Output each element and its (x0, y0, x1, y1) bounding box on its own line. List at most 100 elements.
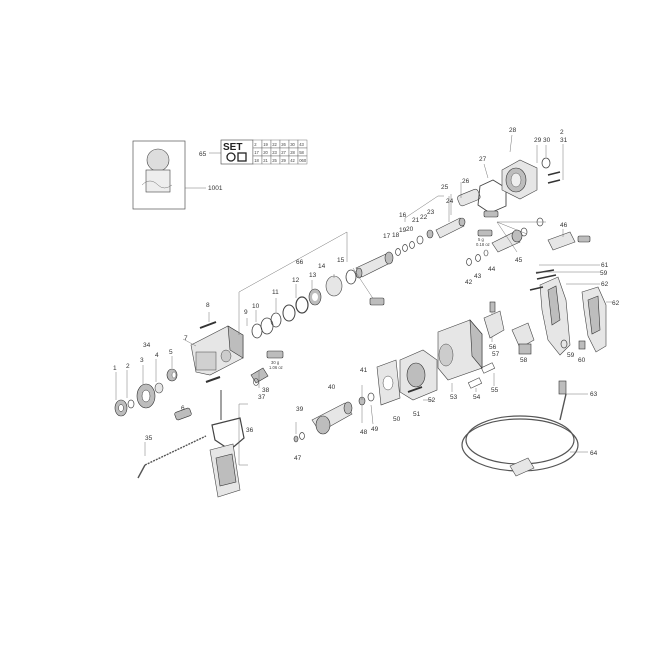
side-handle (209, 367, 269, 498)
part-number-label: 51 (413, 411, 421, 418)
grease-note-2: 1.06 oz (269, 365, 283, 370)
part-number-label: 35 (145, 435, 153, 442)
part-number-label: 49 (371, 426, 379, 433)
set-marker-65: 65 (199, 151, 207, 158)
part-number-label: 59 (567, 352, 575, 359)
set-grid-value: 20 (263, 150, 268, 155)
part-number-label: 3 (140, 357, 144, 364)
label-1001: 1001 (208, 185, 223, 192)
part-number-label: 42 (465, 279, 473, 286)
part-number-label: 22 (420, 214, 428, 221)
part-number-label: 44 (488, 266, 496, 273)
gear-head (477, 134, 564, 214)
set-grid-value: 58 (299, 150, 304, 155)
part-number-label: 52 (428, 397, 436, 404)
part-number-label: 27 (479, 156, 487, 163)
set-grid-value: 43 (299, 142, 304, 147)
part-number-label: 8 (206, 302, 210, 309)
part-number-label: 41 (360, 367, 368, 374)
part-number-label: 17 (383, 233, 391, 240)
set-grid-value: 21 (263, 158, 268, 163)
part-number-label: 64 (590, 450, 598, 457)
part-number-label: 23 (427, 209, 435, 216)
part-number-label: 19 (399, 227, 407, 234)
power-cable (461, 380, 588, 477)
part-number-label: 25 (441, 184, 449, 191)
part-number-label: 26 (462, 178, 470, 185)
part-number-label: 37 (258, 394, 266, 401)
set-grid-value: 22 (272, 142, 277, 147)
set-grid-value: 30 (290, 142, 295, 147)
part-number-label: 34 (143, 342, 151, 349)
part-number-label: 6 (181, 405, 185, 412)
set-grid-value: 2 (254, 142, 257, 147)
set-grid-value: 060 (299, 158, 307, 163)
part-number-label: 21 (412, 217, 420, 224)
part-number-label: 56 (489, 344, 497, 351)
set-grid-value: 29 (281, 158, 286, 163)
part-number-label: 9 (244, 309, 248, 316)
part-number-label: 2 (126, 363, 130, 370)
set-grid-value: 42 (290, 158, 295, 163)
part-number-label: 36 (246, 427, 254, 434)
part-number-label: 40 (328, 384, 336, 391)
part-number-label: 62 (601, 281, 609, 288)
part-number-label-31: 31 (560, 137, 568, 144)
set-grid-value: 25 (272, 158, 277, 163)
part-number-label: 15 (337, 257, 345, 264)
part-number-label: 55 (491, 387, 499, 394)
part-number-label: 66 (296, 259, 304, 266)
part-number-label: 53 (450, 394, 458, 401)
set-grid-value: 17 (254, 150, 259, 155)
part-number-label: 61 (601, 262, 609, 269)
part-number-label: 45 (515, 257, 523, 264)
motor-group (293, 310, 505, 443)
part-number-label: 59 (600, 270, 608, 277)
part-number-label: 54 (473, 394, 481, 401)
spindle-group (466, 210, 591, 266)
ring-stack (238, 231, 357, 339)
part-number-label: 46 (560, 222, 568, 229)
part-number-label: 7 (184, 335, 188, 342)
switch-group (489, 301, 535, 355)
part-number-label: 38 (262, 387, 270, 394)
part-number-label: 63 (590, 391, 598, 398)
set-title: SET (223, 142, 242, 153)
part-number-label: 60 (578, 357, 586, 364)
part-number-label: 20 (406, 226, 414, 233)
grease-note2-2: 0.18 oz (476, 242, 490, 247)
handle-housing (529, 264, 612, 356)
part-number-label: 43 (474, 273, 482, 280)
part-number-label: 28 (509, 127, 517, 134)
part-number-label: 11 (272, 289, 279, 296)
part-number-label: 14 (318, 263, 326, 270)
part-number-label: 47 (294, 455, 302, 462)
part-number-label: 57 (492, 351, 500, 358)
set-grid-cell (297, 155, 308, 165)
part-number-label: 4 (155, 352, 159, 359)
grease-tubes: 30 g 1.06 oz 5 g 0.18 oz (266, 229, 493, 370)
chuck-group (114, 356, 192, 421)
part-number-label: 13 (309, 272, 317, 279)
part-number-label: 18 (392, 232, 400, 239)
part-number-label: 12 (292, 277, 300, 284)
part-number-label: 16 (399, 212, 407, 219)
set-grid-value: 23 (272, 150, 277, 155)
part-number-label: 10 (252, 303, 260, 310)
part-number-label: 62 (612, 300, 620, 307)
part-number-label: 2 (560, 129, 564, 136)
part-number-label: 48 (360, 429, 368, 436)
depth-rod (137, 435, 207, 479)
part-number-label: 50 (393, 416, 401, 423)
grease-note-1: 30 g (271, 360, 280, 365)
set-grid-value: 28 (290, 150, 295, 155)
part-number-label: 29 (534, 137, 542, 144)
set-grid-value: 27 (281, 150, 286, 155)
set-grid-value: 19 (263, 142, 268, 147)
part-number-label: 39 (296, 406, 304, 413)
inset-1001: 1001 (132, 140, 223, 210)
part-number-label: 1 (113, 365, 117, 372)
hammer-mechanism (352, 182, 481, 306)
